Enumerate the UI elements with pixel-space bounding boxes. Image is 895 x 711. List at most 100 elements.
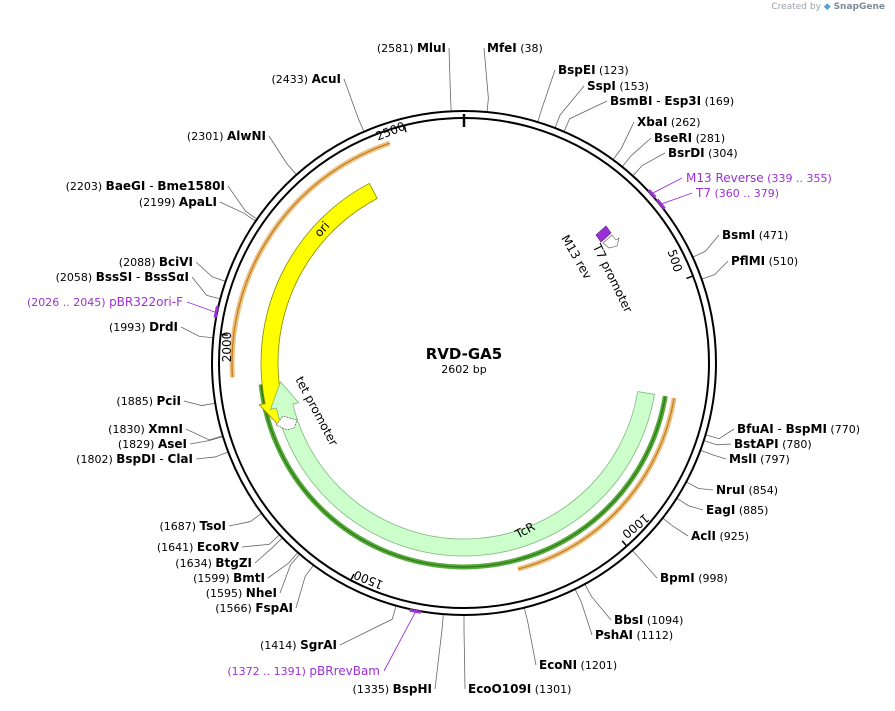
site-label[interactable]: (1885) PciI (116, 394, 181, 408)
site-label[interactable]: AclI (925) (691, 529, 749, 543)
site-eagi[interactable]: EagI (885) (706, 503, 768, 517)
site-label[interactable]: (1595) NheI (206, 586, 277, 600)
site-label[interactable]: (2088) BciVI (119, 255, 193, 269)
primer-mark (213, 306, 219, 318)
site-label[interactable]: MslI (797) (729, 452, 790, 466)
site-bsssi[interactable]: (2058) BssSI - BssSαI (56, 270, 189, 284)
site-pshai[interactable]: PshAI (1112) (595, 628, 673, 642)
site-label[interactable]: NruI (854) (716, 483, 778, 497)
site-label[interactable]: BsrDI (304) (668, 146, 738, 160)
site-bfuai[interactable]: BfuAI - BspMI (770) (737, 422, 860, 436)
feature-highlight-core (517, 397, 675, 570)
site-label[interactable]: BfuAI - BspMI (770) (737, 422, 860, 436)
site-bsphi[interactable]: (1335) BspHI (353, 682, 432, 696)
site-label[interactable]: (2301) AlwNI (187, 129, 266, 143)
primer-m13-reverse[interactable]: M13 Reverse (339 .. 355) (686, 171, 832, 185)
site-label[interactable]: (2199) ApaLI (139, 195, 217, 209)
site-label[interactable]: BbsI (1094) (614, 613, 683, 627)
site-nhei[interactable]: (1595) NheI (206, 586, 277, 600)
site-bpmi[interactable]: BpmI (998) (660, 571, 728, 585)
site-fspai[interactable]: (1566) FspAI (215, 601, 293, 615)
site-sgrai[interactable]: (1414) SgrAI (260, 638, 337, 652)
site-label[interactable]: (2581) MluI (377, 41, 446, 55)
site-label[interactable]: SspI (153) (587, 79, 649, 93)
site-msli[interactable]: MslI (797) (729, 452, 790, 466)
site-bspei[interactable]: BspEI (123) (558, 63, 629, 77)
site-label[interactable]: EagI (885) (706, 503, 768, 517)
site-drdi[interactable]: (1993) DrdI (109, 320, 178, 334)
site-acui[interactable]: (2433) AcuI (272, 72, 342, 86)
primer-label[interactable]: T7 (360 .. 379) (695, 186, 779, 200)
site-separator: - (774, 422, 786, 436)
site-label[interactable]: (1566) FspAI (215, 601, 293, 615)
primer-pbrrevbam[interactable]: (1372 .. 1391) pBRrevBam (227, 664, 380, 678)
tick-mark (403, 126, 407, 133)
site-label[interactable]: BspEI (123) (558, 63, 629, 77)
site-bseri[interactable]: BseRI (281) (654, 131, 725, 145)
site-label[interactable]: (1641) EcoRV (157, 540, 240, 554)
site-label[interactable]: (2203) BaeGI - Bme1580I (66, 179, 225, 193)
site-leader-line (279, 553, 301, 594)
site-label[interactable]: BstAPI (780) (734, 437, 812, 451)
primer-label[interactable]: M13 Reverse (339 .. 355) (686, 171, 832, 185)
primer-leader-line (661, 192, 693, 205)
site-xbai[interactable]: XbaI (262) (637, 115, 700, 129)
site-baegi[interactable]: (2203) BaeGI - Bme1580I (66, 179, 225, 193)
site-label[interactable]: (1634) BtgZI (175, 556, 252, 570)
site-label[interactable]: EcoNI (1201) (539, 658, 617, 672)
site-sspi[interactable]: SspI (153) (587, 79, 649, 93)
site-label[interactable]: BpmI (998) (660, 571, 728, 585)
site-acli[interactable]: AclI (925) (691, 529, 749, 543)
site-bspdi[interactable]: (1802) BspDI - ClaI (76, 452, 193, 466)
site-bbsi[interactable]: BbsI (1094) (614, 613, 683, 627)
site-name: BaeGI (106, 179, 146, 193)
site-mlui[interactable]: (2581) MluI (377, 41, 446, 55)
site-label[interactable]: (1687) TsoI (159, 519, 226, 533)
site-separator: - (145, 179, 157, 193)
site-label[interactable]: (1599) BmtI (193, 571, 265, 585)
site-label[interactable]: BsmI (471) (722, 228, 788, 242)
primer-label[interactable]: (1372 .. 1391) pBRrevBam (227, 664, 380, 678)
site-btgzi[interactable]: (1634) BtgZI (175, 556, 252, 570)
site-bmti[interactable]: (1599) BmtI (193, 571, 265, 585)
site-leader-line (267, 552, 299, 579)
site-tsoi[interactable]: (1687) TsoI (159, 519, 226, 533)
site-label[interactable]: (1335) BspHI (353, 682, 432, 696)
primer-t7[interactable]: T7 (360 .. 379) (695, 186, 779, 200)
site-label[interactable]: MfeI (38) (487, 41, 543, 55)
site-bcivi[interactable]: (2088) BciVI (119, 255, 193, 269)
site-label[interactable]: BseRI (281) (654, 131, 725, 145)
site-label[interactable]: (2433) AcuI (272, 72, 342, 86)
site-label[interactable]: BsmBI - Esp3I (169) (610, 94, 734, 108)
site-label[interactable]: XbaI (262) (637, 115, 700, 129)
site-pcii[interactable]: (1885) PciI (116, 394, 181, 408)
site-label[interactable]: (1414) SgrAI (260, 638, 337, 652)
site-mfei[interactable]: MfeI (38) (487, 41, 543, 55)
site-ecoo109i[interactable]: EcoO109I (1301) (468, 682, 571, 696)
site-asei[interactable]: (1829) AseI (118, 437, 187, 451)
site-bsrdi[interactable]: BsrDI (304) (668, 146, 738, 160)
site-label[interactable]: (1802) BspDI - ClaI (76, 452, 193, 466)
site-label[interactable]: (1830) XmnI (108, 422, 183, 436)
site-pflmi[interactable]: PflMI (510) (731, 254, 798, 268)
site-ecorv[interactable]: (1641) EcoRV (157, 540, 240, 554)
site-label[interactable]: (2058) BssSI - BssSαI (56, 270, 189, 284)
site-bstapi[interactable]: BstAPI (780) (734, 437, 812, 451)
site-label[interactable]: PshAI (1112) (595, 628, 673, 642)
site-name-2: ClaI (168, 452, 193, 466)
primer-name: M13 Reverse (686, 171, 764, 185)
site-label[interactable]: (1993) DrdI (109, 320, 178, 334)
site-bsmi[interactable]: BsmI (471) (722, 228, 788, 242)
site-position: (1634) (175, 557, 215, 570)
site-label[interactable]: EcoO109I (1301) (468, 682, 571, 696)
site-nrui[interactable]: NruI (854) (716, 483, 778, 497)
primer-pbr322ori-f[interactable]: (2026 .. 2045) pBR322ori-F (27, 295, 183, 309)
site-xmni[interactable]: (1830) XmnI (108, 422, 183, 436)
site-econi[interactable]: EcoNI (1201) (539, 658, 617, 672)
site-label[interactable]: PflMI (510) (731, 254, 798, 268)
site-label[interactable]: (1829) AseI (118, 437, 187, 451)
site-apali[interactable]: (2199) ApaLI (139, 195, 217, 209)
site-alwni[interactable]: (2301) AlwNI (187, 129, 266, 143)
primer-label[interactable]: (2026 .. 2045) pBR322ori-F (27, 295, 183, 309)
site-bsmbi[interactable]: BsmBI - Esp3I (169) (610, 94, 734, 108)
